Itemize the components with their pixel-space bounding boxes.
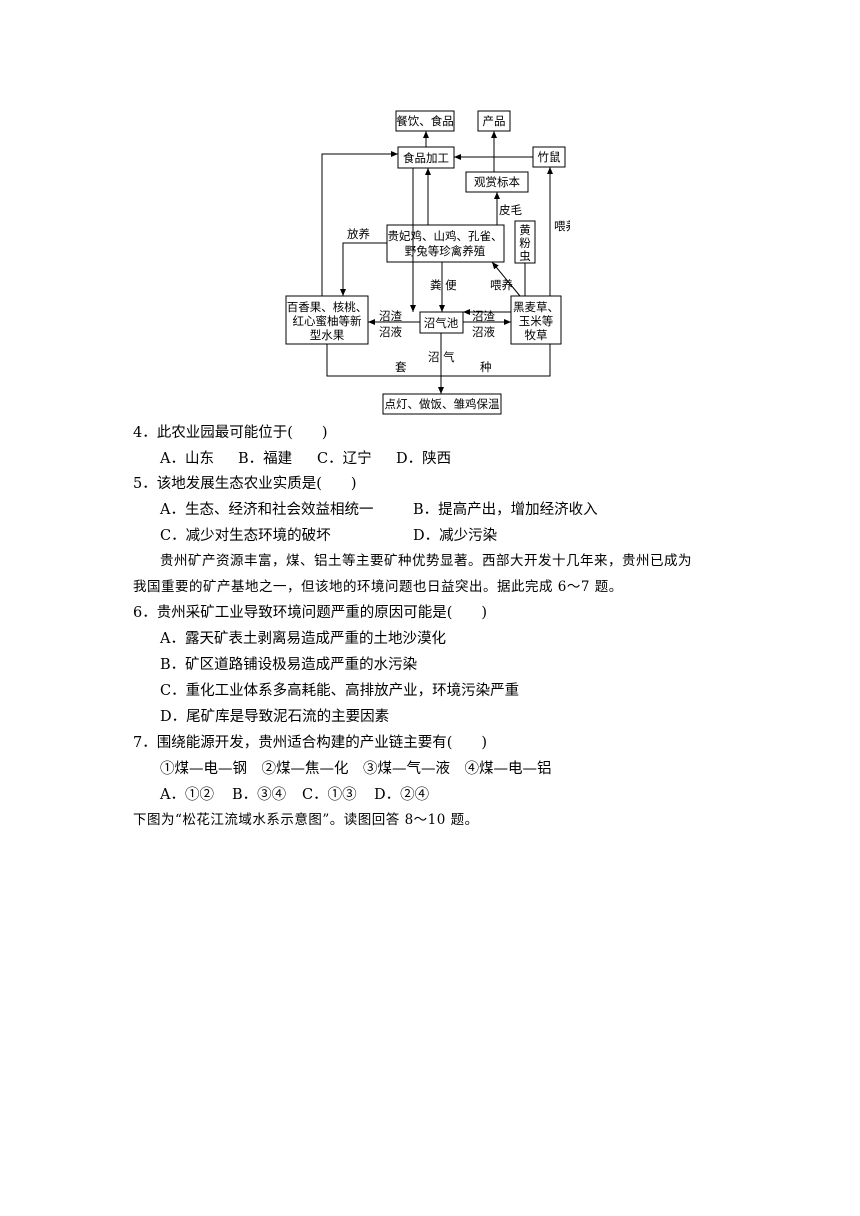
q7-option-d: D．②④ — [374, 787, 430, 803]
q5-option-b: B．提高产出，增加经济收入 — [413, 502, 598, 518]
q4-option-c: C．辽宁 — [317, 451, 372, 467]
svg-text:虫: 虫 — [519, 249, 531, 263]
q7-option-a: A．①② — [160, 787, 214, 803]
svg-text:竹鼠: 竹鼠 — [538, 150, 561, 164]
eco-agriculture-diagram: 餐饮、食品 产品 食品加工 竹鼠 观赏标本 贵妃鸡、山鸡、孔雀、 野兔等珍禽养殖… — [285, 110, 570, 415]
question-7-stem: 7．围绕能源开发，贵州适合构建的产业链主要有( ) — [133, 735, 488, 751]
box-poultry: 贵妃鸡、山鸡、孔雀、 野兔等珍禽养殖 — [386, 224, 505, 263]
svg-text:贵妃鸡、山鸡、孔雀、: 贵妃鸡、山鸡、孔雀、 — [388, 229, 503, 243]
box-biogas-pool: 沼气池 — [419, 311, 464, 334]
svg-text:粉: 粉 — [519, 236, 531, 250]
box-specimen: 观赏标本 — [465, 171, 529, 193]
box-mealworm: 黄 粉 虫 — [514, 220, 536, 264]
label-intercrop-1: 套 — [395, 360, 407, 374]
label-liquid-right: 沼液 — [472, 325, 495, 339]
q6-option-b: B．矿区道路铺设极易造成严重的水污染 — [160, 657, 418, 673]
passage-line-1: 贵州矿产资源丰富，煤、铝土等主要矿种优势显著。西部大开发十几年来，贵州已成为 — [160, 553, 692, 569]
q6-option-d: D．尾矿库是导致泥石流的主要因素 — [160, 709, 390, 725]
svg-text:黄: 黄 — [519, 223, 531, 237]
svg-text:野兔等珍禽养殖: 野兔等珍禽养殖 — [405, 244, 486, 258]
svg-text:点灯、做饭、雏鸡保温: 点灯、做饭、雏鸡保温 — [385, 397, 500, 411]
box-food-processing: 食品加工 — [397, 146, 455, 169]
svg-text:食品加工: 食品加工 — [403, 151, 449, 165]
label-manure: 粪 便 — [430, 278, 457, 292]
q4-option-d: D．陕西 — [396, 451, 452, 467]
svg-text:牧草: 牧草 — [525, 328, 548, 342]
label-residue-left: 沼渣 — [379, 309, 402, 323]
q7-option-c: C．①③ — [302, 787, 357, 803]
label-intercrop-2: 种 — [480, 360, 492, 374]
box-bamboo-rat: 竹鼠 — [532, 146, 566, 168]
question-4-stem: 4．此农业园最可能位于( ) — [133, 425, 328, 441]
q5-option-d: D．减少污染 — [413, 528, 498, 544]
svg-text:黑麦草、: 黑麦草、 — [513, 300, 559, 314]
label-feed-mid: 喂养 — [490, 278, 513, 292]
q5-option-c: C．减少对生态环境的破坏 — [160, 528, 331, 544]
q4-option-a: A．山东 — [160, 451, 214, 467]
q6-option-c: C．重化工业体系多高耗能、高排放产业，环境污染严重 — [160, 683, 520, 699]
label-liquid-left: 沼液 — [379, 325, 402, 339]
label-feed-right: 喂养 — [554, 219, 570, 233]
question-5-stem: 5．该地发展生态农业实质是( ) — [133, 476, 357, 492]
svg-text:产品: 产品 — [483, 114, 506, 128]
svg-text:观赏标本: 观赏标本 — [474, 175, 520, 189]
box-product: 产品 — [477, 110, 511, 132]
q4-option-b: B．福建 — [238, 451, 293, 467]
label-fur: 皮毛 — [499, 203, 522, 217]
box-catering: 餐饮、食品 — [395, 110, 455, 132]
box-fruit: 百香果、核桃、 红心蜜柚等新 型水果 — [285, 295, 369, 345]
q7-chains: ①煤—电—钢 ②煤—焦—化 ③煤—气—液 ④煤—电—铝 — [160, 761, 552, 777]
q5-option-a: A．生态、经济和社会效益相统一 — [160, 502, 374, 518]
svg-text:红心蜜柚等新: 红心蜜柚等新 — [293, 314, 362, 328]
svg-text:型水果: 型水果 — [310, 328, 345, 342]
next-section-intro: 下图为“松花江流域水系示意图”。读图回答 8～10 题。 — [133, 812, 479, 828]
label-residue-right: 沼渣 — [472, 309, 495, 323]
box-uses: 点灯、做饭、雏鸡保温 — [382, 393, 502, 415]
box-forage-grass: 黑麦草、 玉米等 牧草 — [510, 295, 562, 345]
diagram-arrows — [321, 131, 553, 394]
label-release: 放养 — [347, 227, 370, 241]
q7-option-b: B．③④ — [232, 787, 287, 803]
svg-text:餐饮、食品: 餐饮、食品 — [396, 114, 454, 128]
label-biogas: 沼 气 — [428, 350, 455, 364]
q6-option-a: A．露天矿表土剥离易造成严重的土地沙漠化 — [160, 631, 446, 647]
svg-text:玉米等: 玉米等 — [519, 314, 554, 328]
svg-text:百香果、核桃、: 百香果、核桃、 — [287, 300, 368, 314]
question-6-stem: 6．贵州采矿工业导致环境问题严重的原因可能是( ) — [133, 605, 488, 621]
passage-line-2: 我国重要的矿产基地之一，但该地的环境问题也日益突出。据此完成 6～7 题。 — [133, 579, 623, 595]
svg-text:沼气池: 沼气池 — [424, 316, 459, 330]
